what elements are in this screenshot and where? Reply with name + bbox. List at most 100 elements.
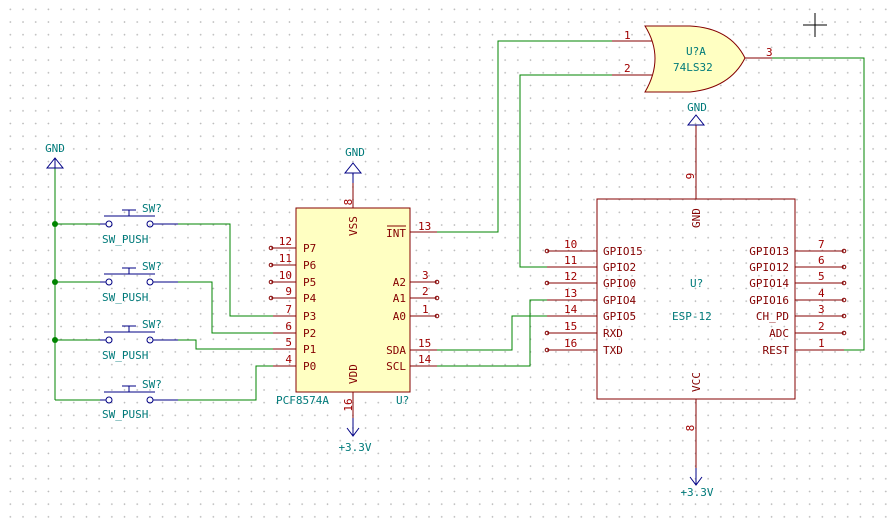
or-gate-74ls32[interactable]: 1 2 3 U?A 74LS32: [612, 25, 773, 93]
pcf-pin-p4: 9P4: [268, 285, 317, 305]
switch-1[interactable]: SW? SW_PUSH: [100, 202, 178, 246]
svg-text:SCL: SCL: [386, 360, 406, 373]
pcf-pin-a1: 2A1: [393, 285, 440, 305]
svg-text:5: 5: [818, 270, 825, 283]
svg-text:P2: P2: [303, 327, 316, 340]
svg-text:CH_PD: CH_PD: [756, 310, 789, 323]
switch-3-ref: SW?: [142, 318, 162, 331]
crosshair-cursor-icon: [803, 13, 827, 37]
svg-text:3: 3: [422, 269, 429, 282]
power-gnd-left[interactable]: GND: [45, 142, 65, 169]
svg-text:P5: P5: [303, 276, 316, 289]
pcf-pin-p1: 5P1: [273, 336, 316, 356]
svg-text:GPIO14: GPIO14: [749, 277, 789, 290]
svg-text:15: 15: [418, 337, 431, 350]
wire-sw4-p0: [178, 365, 273, 401]
svg-text:P3: P3: [303, 310, 316, 323]
pcf-ref: U?: [396, 394, 409, 407]
svg-text:5: 5: [285, 336, 292, 349]
esp-pin-ch-pd: 3CH_PD: [756, 303, 847, 323]
wires: [54, 40, 865, 401]
svg-text:INT: INT: [386, 227, 406, 240]
svg-text:P6: P6: [303, 259, 316, 272]
power-3v3-esp[interactable]: +3.3V: [680, 468, 714, 499]
power-gnd-esp[interactable]: GND: [686, 101, 707, 126]
svg-text:A1: A1: [393, 292, 406, 305]
switch-4-value: SW_PUSH: [102, 408, 148, 421]
svg-text:9: 9: [285, 285, 292, 298]
svg-text:P4: P4: [303, 292, 317, 305]
svg-text:15: 15: [564, 320, 577, 333]
svg-text:P0: P0: [303, 360, 316, 373]
svg-text:P1: P1: [303, 343, 316, 356]
switch-4-ref: SW?: [142, 378, 162, 391]
svg-text:GPIO5: GPIO5: [603, 310, 636, 323]
pcf-top-pin-num: 8: [342, 199, 355, 206]
switch-3[interactable]: SW? SW_PUSH: [100, 318, 178, 362]
svg-text:4: 4: [818, 287, 825, 300]
wire-scl-gpio4: [437, 299, 547, 367]
svg-text:P7: P7: [303, 242, 316, 255]
esp-ref: U?: [690, 277, 703, 290]
svg-text:A0: A0: [393, 310, 406, 323]
svg-text:GPIO0: GPIO0: [603, 277, 636, 290]
switch-2[interactable]: SW? SW_PUSH: [100, 260, 178, 304]
svg-text:REST: REST: [763, 344, 790, 357]
svg-text:GPIO2: GPIO2: [603, 261, 636, 274]
pcf-value: PCF8574A: [276, 394, 329, 407]
junction-dot: [52, 221, 58, 227]
svg-text:RXD: RXD: [603, 327, 623, 340]
switch-1-ref: SW?: [142, 202, 162, 215]
wire-gpio2-gate-in2: [519, 74, 651, 268]
gnd-left-label: GND: [45, 142, 65, 155]
or-gate-body: [644, 25, 746, 93]
svg-text:3: 3: [818, 303, 825, 316]
svg-text:ADC: ADC: [769, 327, 789, 340]
svg-text:10: 10: [279, 269, 292, 282]
svg-text:A2: A2: [393, 276, 406, 289]
power-gnd-pcf[interactable]: GND: [343, 146, 365, 183]
svg-text:14: 14: [564, 303, 578, 316]
switch-4[interactable]: SW? SW_PUSH: [100, 378, 178, 421]
svg-text:GPIO4: GPIO4: [603, 294, 636, 307]
svg-text:13: 13: [564, 287, 577, 300]
pcf-pin-p3: 7P3: [273, 303, 316, 323]
power-3v3-pcf[interactable]: +3.3V: [338, 418, 372, 454]
svg-text:2: 2: [422, 285, 429, 298]
svg-text:7: 7: [285, 303, 292, 316]
esp-value: ESP-12: [672, 310, 712, 323]
wire-sw1-p3: [178, 223, 273, 317]
esp-gnd-label: GND: [690, 208, 703, 228]
gate-ref: U?A: [686, 45, 706, 58]
esp-bottom-pin-num: 8: [684, 425, 697, 432]
v33-pcf-label: +3.3V: [338, 441, 371, 454]
wire-sw3-p1: [178, 339, 273, 350]
wire-sw2-p2: [178, 281, 273, 334]
v33-esp-label: +3.3V: [680, 486, 713, 499]
gate-out-num: 3: [766, 46, 773, 59]
pcf-vdd-label: VDD: [347, 364, 360, 384]
svg-text:6: 6: [818, 254, 825, 267]
svg-text:GPIO16: GPIO16: [749, 294, 789, 307]
svg-text:10: 10: [564, 238, 577, 251]
svg-text:1: 1: [818, 337, 825, 350]
svg-text:14: 14: [418, 353, 432, 366]
